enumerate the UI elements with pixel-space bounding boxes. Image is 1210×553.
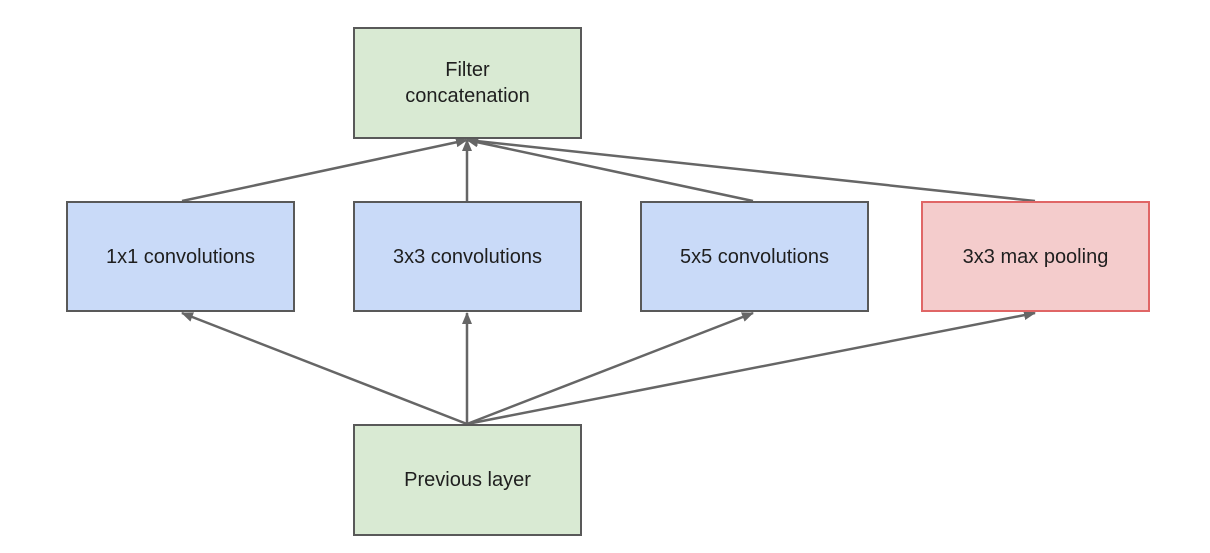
previous-layer-box: Previous layer [353, 424, 582, 536]
arrow-prev_layer-to-conv5 [466, 311, 754, 426]
arrow-conv1-to-filter_concat [181, 137, 468, 203]
conv-5x5-box: 5x5 convolutions [640, 201, 869, 312]
conv-3x3-box: 3x3 convolutions [353, 201, 582, 312]
conv-1x1-label: 1x1 convolutions [106, 245, 255, 268]
arrow-prev_layer-to-conv1 [181, 311, 468, 426]
conv-5x5-label: 5x5 convolutions [680, 245, 829, 268]
max-pooling-box: 3x3 max pooling [921, 201, 1150, 312]
arrow-prev_layer-to-maxpool [466, 310, 1036, 426]
conv-1x1-box: 1x1 convolutions [66, 201, 295, 312]
arrow-maxpool-to-filter_concat [466, 136, 1036, 203]
arrow-conv5-to-filter_concat [466, 137, 754, 203]
filter-concatenation-box: Filter concatenation [353, 27, 582, 139]
conv-3x3-label: 3x3 convolutions [393, 245, 542, 268]
filter-concatenation-label-line2: concatenation [405, 85, 530, 107]
filter-concatenation-label-line1: Filter [445, 59, 490, 81]
previous-layer-label: Previous layer [404, 469, 531, 491]
max-pooling-label: 3x3 max pooling [962, 245, 1109, 268]
